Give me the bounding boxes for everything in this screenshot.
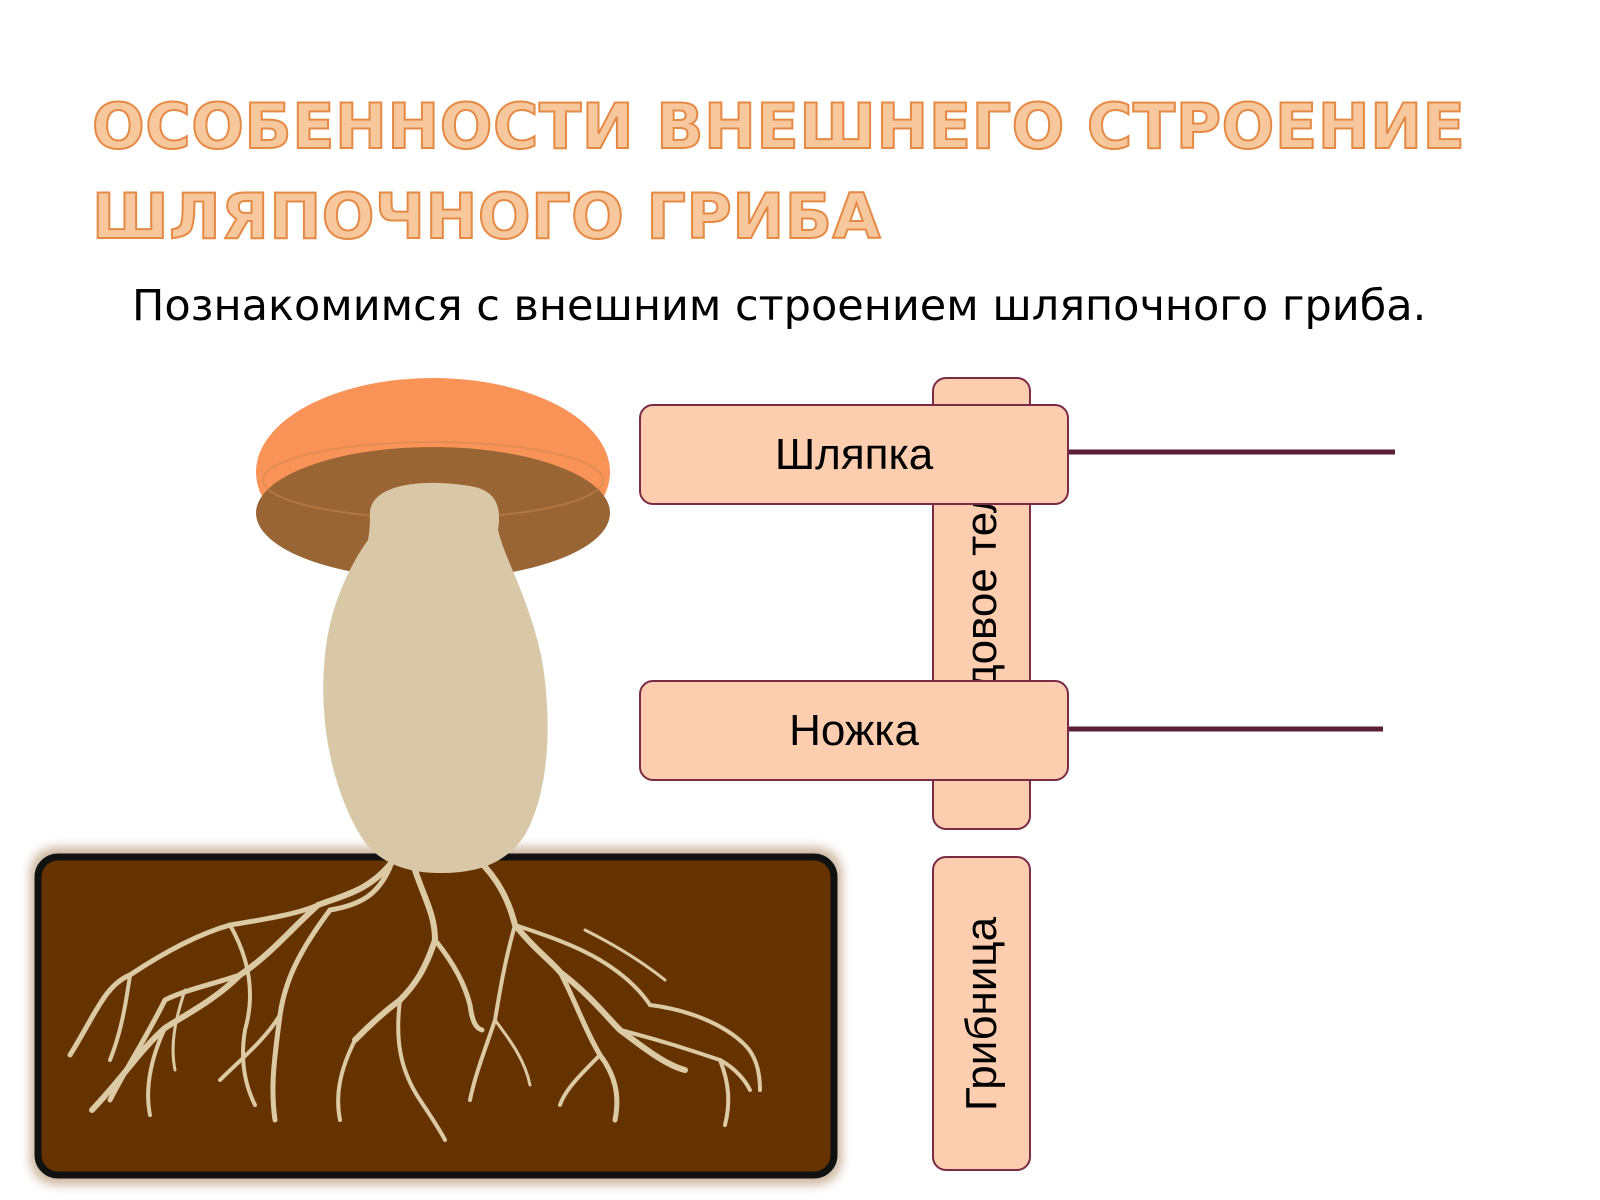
hypha [171,988,187,1072]
slide-title-line-2: шляпочного гриба [91,179,882,254]
hypha [718,1058,731,1127]
hypha [67,902,321,1058]
hypha [107,972,243,1103]
cap-label: Шляпка [639,404,1069,505]
hypha [618,1028,752,1092]
hypha [108,973,132,1062]
hypha [396,998,447,1142]
slide-subtitle: Познакомимся с внешним строением шляпочн… [132,281,1427,331]
hypha [336,1038,357,1122]
hypha [228,923,257,1107]
mycelium-label: Грибница [932,856,1031,1171]
stem-label: Ножка [639,680,1069,781]
mycelium-hyphae [67,857,762,1142]
hypha [270,859,395,1123]
hypha [352,867,438,1043]
hypha [218,1013,282,1082]
mycelium-label-text: Грибница [956,916,1006,1111]
hypha [558,1053,602,1107]
hypha [513,923,652,1007]
hypha [432,937,485,1033]
hypha [583,928,667,982]
hypha [493,1018,532,1087]
slide-title-line-1: Особенности внешнего строение [91,89,1466,164]
hypha [648,1003,762,1092]
slide-title: Особенности внешнего строение шляпочного… [91,82,1466,262]
hypha [146,1026,167,1117]
stem [323,482,548,873]
